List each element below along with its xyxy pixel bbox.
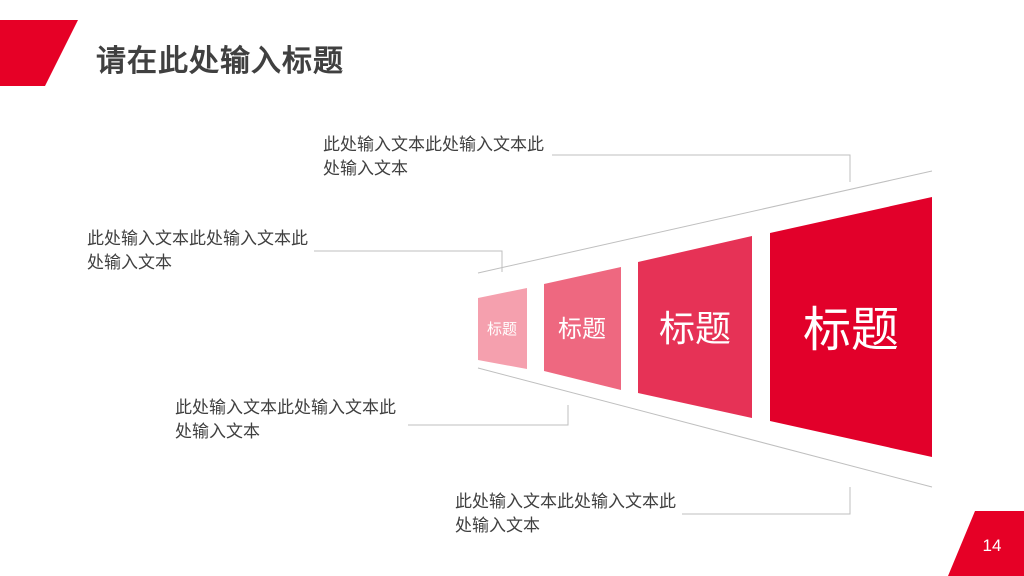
title-accent-shape — [0, 20, 78, 86]
funnel-label-1: 标题 — [487, 320, 517, 338]
funnel-label-2: 标题 — [558, 315, 606, 343]
callout-connector-3 — [408, 405, 569, 426]
page-title: 请在此处输入标题 — [96, 44, 344, 79]
funnel-segment-3 — [638, 236, 752, 418]
funnel-segment-1 — [478, 288, 527, 369]
funnel-top-line — [477, 170, 933, 274]
callout-connector-4 — [682, 487, 851, 515]
callout-connector-1 — [552, 154, 851, 182]
callout-text-3: 此处输入文本此处输入文本此处输入文本 — [175, 398, 396, 442]
callout-text-2: 此处输入文本此处输入文本此处输入文本 — [87, 229, 308, 273]
funnel-label-4: 标题 — [803, 302, 899, 358]
funnel-segment-4 — [770, 197, 932, 457]
callout-text-4: 此处输入文本此处输入文本此处输入文本 — [455, 492, 676, 536]
funnel-label-3: 标题 — [659, 309, 731, 350]
callout-text-1: 此处输入文本此处输入文本此处输入文本 — [323, 135, 544, 179]
page-number: 14 — [982, 536, 1002, 555]
funnel-bottom-line — [477, 367, 933, 488]
funnel-segment-2 — [544, 267, 621, 390]
page-number-accent-shape — [948, 511, 1024, 576]
callout-connector-2 — [314, 250, 503, 272]
